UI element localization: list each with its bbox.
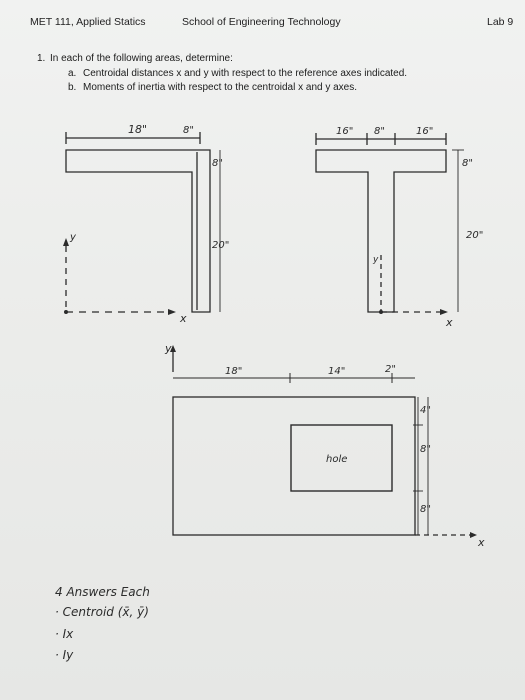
part-b-label: b.	[68, 82, 77, 93]
fig2-x-arrow-icon	[440, 309, 448, 315]
part-a-text: Centroidal distances x and y with respec…	[83, 68, 408, 79]
lab-number: Lab 9	[487, 16, 514, 28]
fig1-web-dim-label: 20"	[212, 240, 229, 251]
fig1-origin-dot	[64, 310, 68, 314]
fig2-x-axis-label: x	[445, 316, 453, 329]
fig3-8b-dim-label: 8"	[420, 504, 431, 515]
fig3-hole-label: hole	[326, 454, 347, 465]
answers-note-title: 4 Answers Each	[55, 585, 150, 599]
fig3-8a-dim-label: 8"	[420, 444, 431, 455]
part-a-label: a.	[68, 68, 77, 79]
fig1-outline	[65, 149, 211, 313]
fig2-origin-dot	[379, 310, 383, 314]
fig2-left-dim-label: 16"	[336, 126, 353, 137]
school-name: School of Engineering Technology	[182, 16, 341, 28]
fig3-14-dim-label: 14"	[328, 366, 345, 377]
fig3-2-dim-label: 2"	[385, 364, 396, 375]
problem-stem: In each of the following areas, determin…	[50, 53, 233, 64]
part-b-text: Moments of inertia with respect to the c…	[83, 82, 358, 93]
fig2-height-dim-label: 20"	[466, 230, 483, 241]
fig3-4-dim-label: 4"	[420, 405, 431, 416]
fig2-right-dim-label: 16"	[416, 126, 433, 137]
fig2-y-axis-label: y	[372, 255, 379, 265]
fig2-outline	[315, 149, 447, 313]
course-title: MET 111, Applied Statics	[30, 16, 146, 28]
figure-2-t-shape	[315, 133, 464, 315]
figure-3-rectangle-with-hole	[170, 345, 477, 538]
answers-note-ix: · Ix	[55, 627, 74, 641]
fig1-y-axis-label: y	[69, 232, 77, 243]
fig1-flange-dim-label: 8"	[212, 158, 223, 169]
fig2-flange-dim-label: 8"	[462, 158, 473, 169]
fig1-flange-top-label: 8"	[183, 125, 194, 136]
answers-note-centroid: · Centroid (x̄, ȳ)	[55, 605, 149, 619]
fig3-18-dim-label: 18"	[225, 366, 242, 377]
fig3-x-axis-label: x	[477, 536, 485, 549]
fig1-top-dim-label: 18"	[128, 123, 147, 136]
fig1-x-arrow-icon	[168, 309, 176, 315]
fig3-y-arrow-icon	[170, 345, 176, 352]
fig3-hole	[290, 424, 393, 492]
fig1-y-arrow-icon	[63, 238, 69, 246]
answers-note-iy: · Iy	[55, 648, 74, 662]
figure-1-l-shape	[63, 132, 221, 315]
fig2-mid-dim-label: 8"	[374, 126, 385, 137]
fig3-x-arrow-icon	[470, 532, 477, 538]
fig3-outer-rectangle	[172, 396, 416, 536]
fig3-y-axis-label: y	[164, 342, 172, 355]
fig1-x-axis-label: x	[179, 312, 187, 325]
problem-number: 1.	[37, 53, 46, 64]
